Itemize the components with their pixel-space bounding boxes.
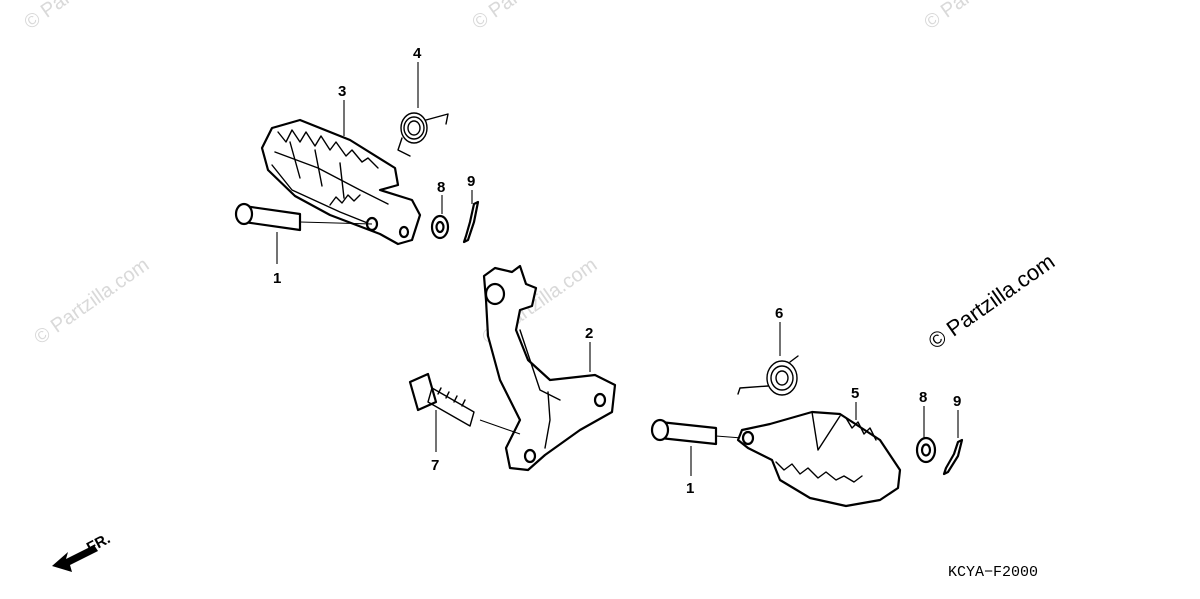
- watermark: © Partzilla.com: [20, 0, 143, 34]
- callout-left-spring: 4: [413, 45, 422, 62]
- callout-bolt: 7: [431, 457, 439, 474]
- callout-right-cotter-pin: 9: [953, 393, 961, 410]
- watermark: © Partzilla.com: [920, 0, 1043, 34]
- callouts: 3 4 8 9 1 2 7 6 5 8 9 1: [273, 45, 961, 497]
- right-washer: [915, 436, 937, 464]
- callout-right-spring: 6: [775, 305, 783, 322]
- left-cotter-pin: [462, 200, 480, 244]
- callout-left-washer: 8: [437, 179, 445, 196]
- callout-left-cotter-pin: 9: [467, 173, 475, 190]
- callout-right-pin: 1: [686, 480, 694, 497]
- bracket: [482, 264, 617, 472]
- front-direction-indicator: FR.: [52, 530, 113, 572]
- copyright-notice: © Partzilla.com: [924, 249, 1060, 355]
- left-spring: [397, 112, 449, 157]
- arrow-left-icon: [52, 545, 98, 572]
- callout-left-pin: 1: [273, 270, 281, 287]
- right-cotter-pin: [942, 438, 964, 476]
- callout-left-footpeg: 3: [338, 83, 346, 100]
- callout-right-footpeg: 5: [851, 385, 859, 402]
- right-spring: [737, 355, 799, 396]
- leader-lines: [276, 62, 959, 476]
- watermark: © Partzilla.com: [468, 0, 591, 34]
- diagram-code: KCYA−F2000: [948, 564, 1038, 581]
- left-pin: [234, 202, 373, 232]
- callout-bracket: 2: [585, 325, 593, 342]
- bolt: [408, 372, 521, 435]
- watermark: © Partzilla.com: [30, 254, 153, 349]
- left-footpeg: [260, 118, 422, 246]
- callout-right-washer: 8: [919, 389, 927, 406]
- right-footpeg: [736, 410, 902, 508]
- left-washer: [430, 214, 450, 240]
- right-pin: [650, 418, 743, 446]
